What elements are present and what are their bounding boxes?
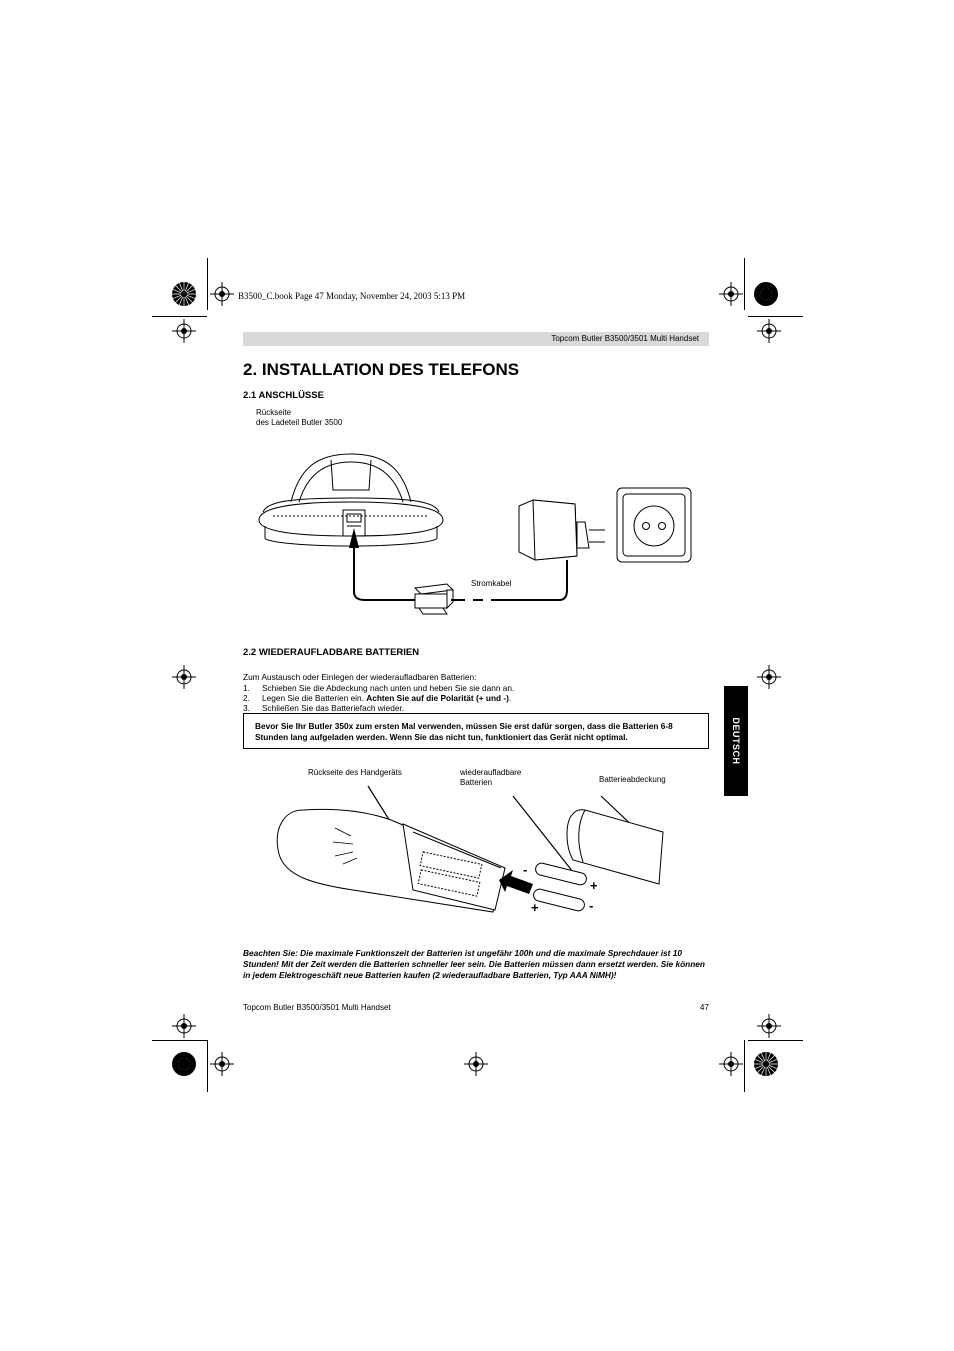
label-batteries-line2: Batterien bbox=[460, 778, 493, 787]
page-title: 2. INSTALLATION DES TELEFONS bbox=[243, 360, 520, 379]
label-battery-cover: Batterieabdeckung bbox=[599, 775, 666, 784]
connection-diagram bbox=[258, 453, 692, 615]
step-text: Schieben Sie die Abdeckung nach unten un… bbox=[262, 683, 515, 693]
step-text: Legen Sie die Batterien ein. bbox=[262, 693, 367, 703]
battery-diagram bbox=[276, 785, 664, 913]
insert-arrow-illustration bbox=[499, 870, 533, 894]
batteries-intro: Zum Austausch oder Einlegen der wiederau… bbox=[243, 672, 477, 682]
battery-footnote: Beachten Sie: Die maximale Funktionszeit… bbox=[243, 948, 705, 980]
step-number: 3. bbox=[243, 703, 250, 713]
label-back-line1: Rückseite bbox=[256, 408, 292, 417]
label-back-line2: des Ladeteil Butler 3500 bbox=[256, 418, 343, 427]
charging-base-illustration bbox=[258, 453, 444, 547]
section-heading-batteries: 2.2 WIEDERAUFLADBARE BATTERIEN bbox=[243, 647, 420, 658]
charging-notice-box: Bevor Sie Ihr Butler 350x zum ersten Mal… bbox=[243, 713, 709, 749]
polarity-plus-bottom: + bbox=[531, 900, 539, 915]
handset-illustration bbox=[276, 808, 506, 913]
battery-steps: 1. Schieben Sie die Abdeckung nach unten… bbox=[243, 683, 514, 713]
step-text: Schließen Sie das Batteriefach wieder. bbox=[262, 703, 405, 713]
cable-plug-illustration bbox=[413, 583, 455, 615]
cable-arrow-illustration bbox=[349, 528, 415, 601]
page-number: 47 bbox=[700, 1003, 709, 1012]
polarity-minus-top: - bbox=[523, 862, 528, 877]
language-tab-label: DEUTSCH bbox=[731, 717, 741, 765]
step-text-emphasis: Achten Sie auf die Polarität (+ und -) bbox=[366, 693, 509, 703]
polarity-minus-right: - bbox=[589, 898, 594, 913]
batteries-illustration bbox=[533, 862, 587, 912]
label-handset-back: Rückseite des Handgeräts bbox=[308, 768, 402, 777]
charging-notice-text: Bevor Sie Ihr Butler 350x zum ersten Mal… bbox=[255, 721, 673, 742]
running-header: Topcom Butler B3500/3501 Multi Handset bbox=[243, 332, 709, 346]
language-tab: DEUTSCH bbox=[724, 686, 748, 796]
footer-title: Topcom Butler B3500/3501 Multi Handset bbox=[243, 1003, 391, 1012]
label-batteries-line1: wiederaufladbare bbox=[460, 768, 522, 777]
running-header-text: Topcom Butler B3500/3501 Multi Handset bbox=[551, 334, 699, 343]
polarity-plus-right: + bbox=[590, 878, 598, 893]
label-power-cable: Stromkabel bbox=[471, 579, 512, 588]
section-heading-connections: 2.1 ANSCHLÜSSE bbox=[243, 390, 324, 401]
list-item: 1. Schieben Sie die Abdeckung nach unten… bbox=[243, 683, 514, 693]
list-item: 3. Schließen Sie das Batteriefach wieder… bbox=[243, 703, 514, 713]
power-adapter-illustration bbox=[518, 499, 605, 561]
step-number: 1. bbox=[243, 683, 250, 693]
print-info: B3500_C.book Page 47 Monday, November 24… bbox=[238, 291, 466, 301]
wall-socket-illustration bbox=[616, 487, 692, 563]
battery-cover-illustration bbox=[566, 809, 664, 885]
step-number: 2. bbox=[243, 693, 250, 703]
step-text-end: . bbox=[508, 693, 512, 703]
list-item: 2. Legen Sie die Batterien ein. Achten S… bbox=[243, 693, 514, 703]
